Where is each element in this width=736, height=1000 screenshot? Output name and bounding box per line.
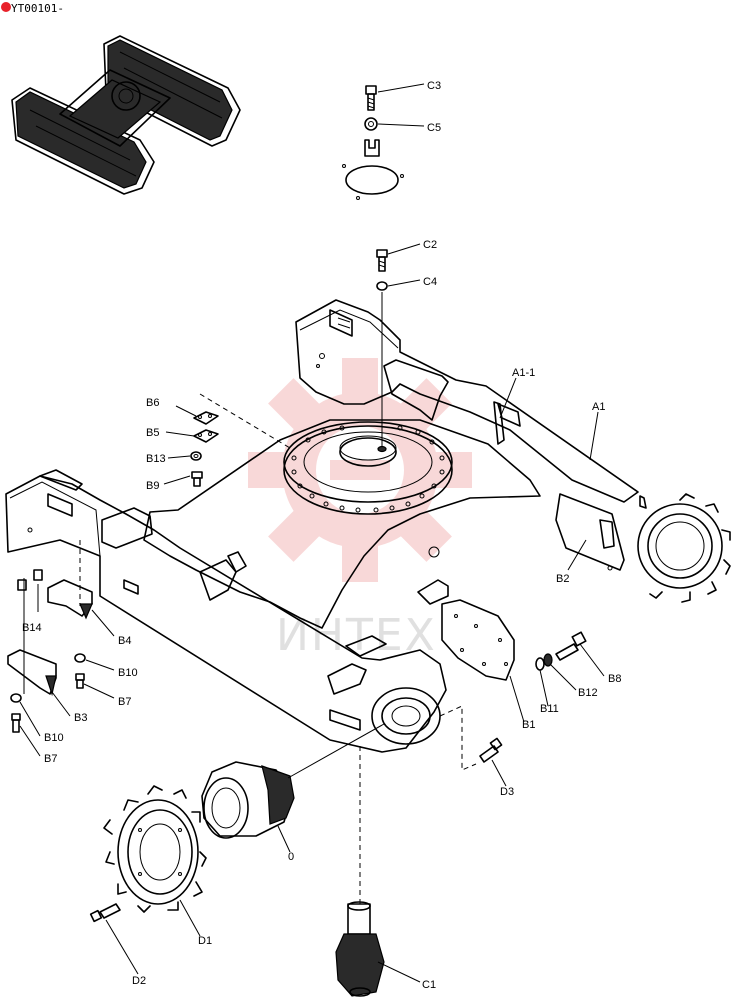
label-b12: B12 [578, 687, 598, 699]
label-d3: D3 [500, 786, 514, 798]
label-c2: C2 [423, 239, 437, 251]
label-b7-upper: B7 [118, 696, 131, 708]
callout-labels: C3 C5 C2 C4 A1-1 A1 B6 B5 B13 B9 B2 B14 … [22, 80, 621, 991]
part-b3-plate [7, 649, 57, 697]
part-c4-washer [376, 281, 388, 291]
part-d1-sprocket [103, 785, 207, 913]
lock-plate [342, 139, 404, 200]
part-b5-shim [193, 429, 219, 443]
label-motor: 0 [288, 851, 294, 863]
part-b12-washer [543, 653, 553, 667]
part-d3-bolt [479, 737, 503, 763]
part-b4-plate [47, 579, 93, 620]
watermark-gear-icon [248, 358, 472, 582]
label-c1: C1 [422, 979, 436, 991]
part-c3-bolt [365, 85, 377, 111]
label-b11: B11 [540, 703, 559, 715]
part-b6-shim [193, 411, 219, 425]
label-d1: D1 [198, 935, 212, 947]
label-b4: B4 [118, 635, 131, 647]
front-idler-sprocket [637, 493, 731, 603]
part-b10-washer-lower [10, 693, 22, 703]
label-b9: B9 [146, 480, 159, 492]
part-b7-bolt-lower [11, 713, 21, 733]
header-code: YT00101- [11, 2, 64, 15]
label-b10-upper: B10 [118, 667, 138, 679]
label-b2: B2 [556, 573, 569, 585]
label-b3: B3 [74, 712, 87, 724]
part-d2-bolt [89, 903, 121, 923]
label-b13: B13 [146, 453, 166, 465]
slew-ring-bolt-holes [291, 425, 445, 513]
label-a1-1: A1-1 [512, 367, 535, 379]
label-b14: B14 [22, 622, 42, 634]
header: YT00101- [1, 2, 64, 15]
part-b8-bolt [555, 631, 587, 661]
part-b14-plugs [17, 569, 43, 591]
track-assembly-thumbnail [11, 35, 241, 195]
part-b7-bolt-upper [75, 673, 85, 689]
part-c1-swivel-joint [335, 746, 385, 997]
part-b13-washer [190, 451, 202, 461]
part-b11-washer [535, 657, 545, 671]
label-c3: C3 [427, 80, 441, 92]
label-b7-lower: B7 [44, 753, 57, 765]
label-a1: A1 [592, 401, 605, 413]
label-b10-lower: B10 [44, 732, 64, 744]
label-b1: B1 [522, 719, 535, 731]
part-b10-washer-upper [74, 653, 86, 663]
part-b1-cover [417, 579, 515, 681]
leader-lines [19, 83, 605, 983]
part-b9-bolt [191, 471, 203, 487]
part-c2-bolt [376, 249, 388, 272]
part-travel-motor [201, 761, 295, 839]
label-b5: B5 [146, 427, 159, 439]
label-c4: C4 [423, 276, 437, 288]
label-c5: C5 [427, 122, 441, 134]
label-b8: B8 [608, 673, 621, 685]
header-badge-icon [1, 2, 11, 12]
label-b6: B6 [146, 397, 159, 409]
label-d2: D2 [132, 975, 146, 987]
part-c5-nut [364, 117, 378, 131]
